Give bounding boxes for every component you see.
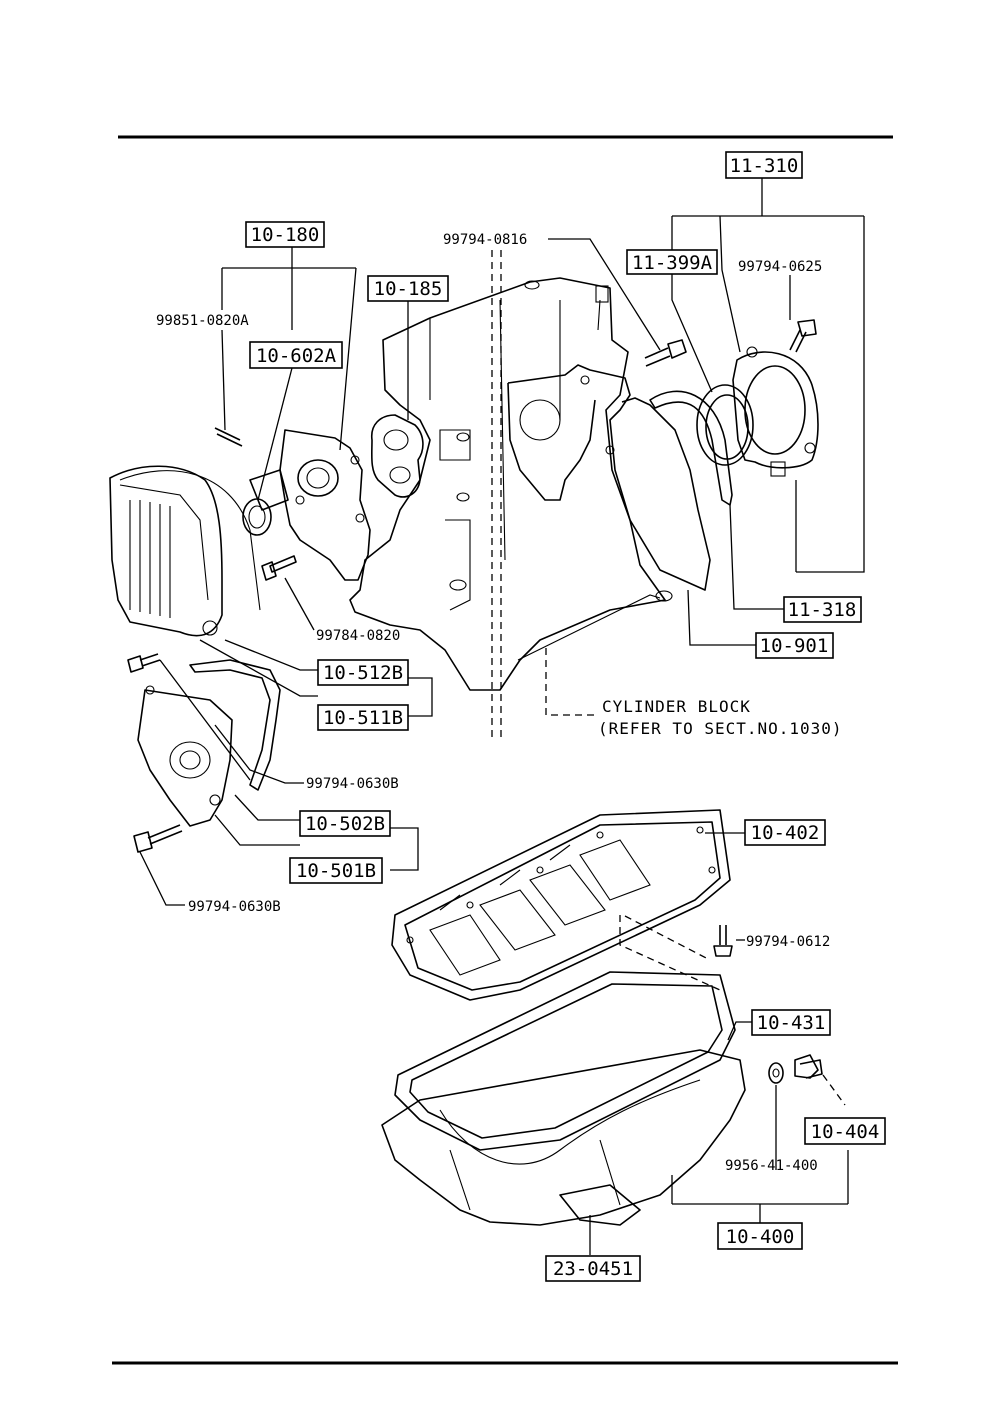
callout-11-310: 11-310 [725,151,803,179]
cylinder-block-reference: (REFER TO SECT.NO.1030) [598,719,843,738]
part-9956-41-400: 9956-41-400 [725,1158,818,1174]
svg-text:10-512B: 10-512B [323,662,403,684]
svg-text:10-185: 10-185 [374,278,443,300]
callout-10-180: 10-180 [245,221,325,248]
callout-10-602a: 10-602A [249,341,343,369]
oil-pan-baffle-drawing [391,809,731,1001]
section-break-lines [491,250,502,738]
svg-text:10-402: 10-402 [751,822,820,844]
bolt-99794-0816-drawing [644,339,687,367]
part-99794-0816: 99794-0816 [443,232,527,248]
callout-10-502b: 10-502B [299,810,391,837]
callout-10-185: 10-185 [367,275,449,302]
callout-10-431: 10-431 [751,1009,831,1036]
rear-seal-housing-drawing [732,346,819,477]
rear-plate-drawing [507,364,711,591]
drain-plug-drawing [794,1054,823,1079]
svg-text:10-901: 10-901 [760,635,829,657]
part-99851-0820a: 99851-0820A [156,313,249,329]
svg-text:10-400: 10-400 [726,1226,795,1248]
callout-10-512b: 10-512B [317,659,409,686]
svg-text:10-501B: 10-501B [296,860,376,882]
svg-text:11-399A: 11-399A [632,252,713,274]
svg-text:10-511B: 10-511B [323,707,403,729]
oil-pan-drawing [381,1049,746,1226]
callout-11-318: 11-318 [783,596,862,623]
bolt-lower-drawing [133,824,183,853]
svg-text:11-310: 11-310 [730,155,799,177]
front-oil-seal-drawing [242,498,272,536]
svg-text:10-180: 10-180 [251,224,320,246]
cylinder-block-note: CYLINDER BLOCK [602,697,751,716]
upper-timing-cover-drawing [109,465,261,637]
oil-seal-gasket-drawing [649,390,733,506]
svg-text:23-0451: 23-0451 [553,1258,633,1280]
svg-text:10-502B: 10-502B [305,813,385,835]
bolt-upper-drawing [127,653,161,673]
part-99784-0820: 99784-0820 [316,628,400,644]
callout-10-400: 10-400 [717,1222,803,1250]
callout-23-0451: 23-0451 [545,1255,641,1282]
stud-99851-0820a-drawing [214,427,243,447]
oil-pan-gasket-drawing [394,971,736,1151]
callout-10-501b: 10-501B [289,857,383,884]
part-99794-0625: 99794-0625 [738,259,822,275]
cylinder-block-drawing [349,277,673,691]
svg-text:10-602A: 10-602A [256,345,337,367]
svg-text:11-318: 11-318 [788,599,857,621]
part-99794-0630b-upper: 99794-0630B [306,776,399,792]
bolt-99794-0612-drawing [713,925,733,957]
part-99794-0612: 99794-0612 [746,934,830,950]
timing-cover-gasket-drawing [189,659,281,791]
callout-11-399a: 11-399A [626,249,718,275]
lower-timing-cover-drawing [137,685,233,827]
svg-text:10-404: 10-404 [811,1121,880,1143]
part-99794-0630b-lower: 99794-0630B [188,899,281,915]
callout-10-901: 10-901 [755,632,834,659]
rear-plate-left [507,382,596,501]
gasket-10-185-drawing [370,414,424,498]
rear-oil-seal-drawing [696,384,754,466]
svg-text:10-431: 10-431 [757,1012,826,1034]
bolt-99794-0625-drawing [789,319,817,353]
leader-lines [139,178,865,1255]
callout-10-402: 10-402 [744,819,826,846]
callout-10-511b: 10-511B [317,704,409,731]
bolt-99784-0820-drawing [261,555,297,581]
callout-10-404: 10-404 [804,1117,886,1145]
washer-drawing [768,1062,784,1084]
